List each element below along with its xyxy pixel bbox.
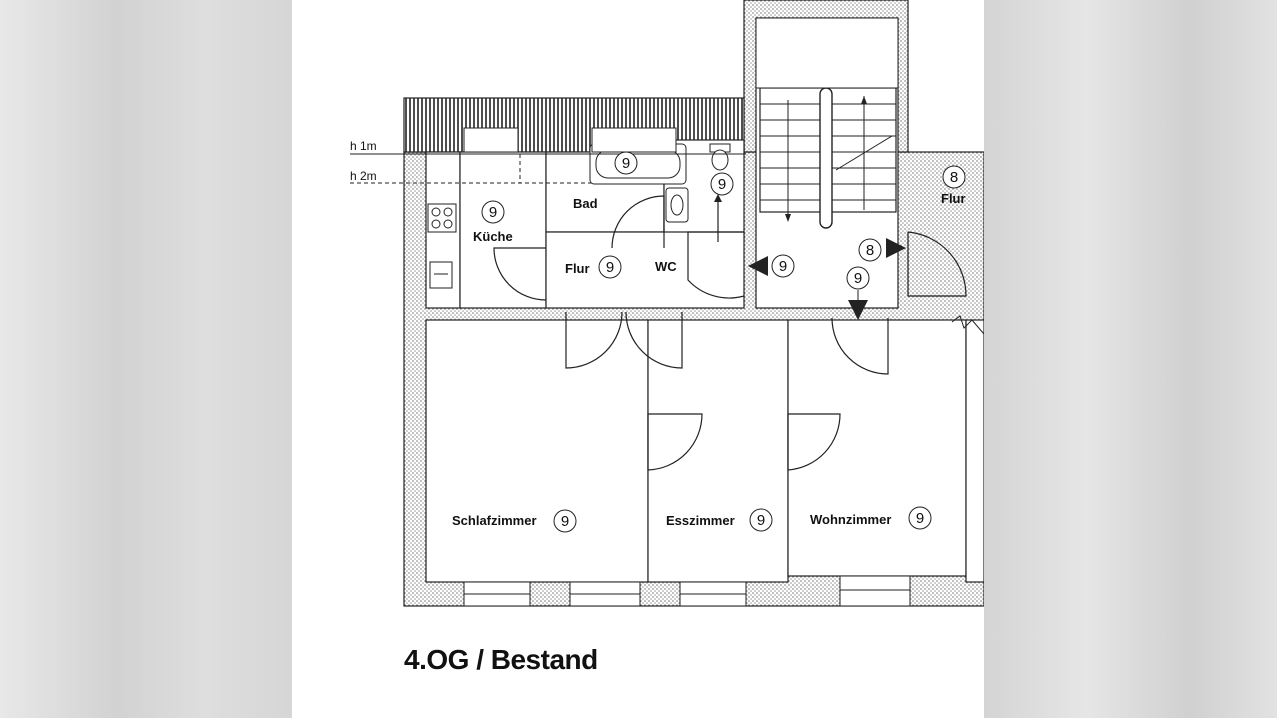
height-lines	[350, 153, 746, 184]
entrance-marker-circle-stairs	[858, 238, 882, 262]
room-number-schlafzimmer: 9	[561, 513, 569, 530]
stair-hall-label: Flur	[941, 191, 966, 206]
blurred-background-left	[0, 0, 292, 718]
blurred-background-right	[984, 0, 1277, 718]
break-line	[951, 315, 984, 335]
height-marker-2m: h 2m	[350, 169, 377, 183]
entrance-marker-circle-apartment	[846, 266, 870, 290]
room-label-esszimmer: Esszimmer	[666, 513, 735, 528]
floor-plan-drawing: h 1m h 2m Küche 9 Bad 9 WC 9 Flur 9 Schl…	[350, 0, 984, 607]
room-label-wc: WC	[655, 259, 677, 274]
entrance-arrows	[748, 238, 906, 320]
room-number-flur: 9	[606, 259, 614, 276]
room-number-kueche: 9	[489, 204, 497, 221]
room-label-kueche: Küche	[473, 229, 513, 244]
entrance-marker-circle-wc	[771, 254, 795, 278]
entrance-marker-wc: 9	[779, 258, 787, 275]
kitchen-fixtures	[427, 203, 457, 289]
room-number-circle-bad	[614, 151, 638, 175]
room-label-wohnzimmer: Wohnzimmer	[810, 512, 891, 527]
entrance-marker-stairs: 8	[866, 242, 874, 259]
room-number-wc: 9	[718, 176, 726, 193]
room-number-circle-flur	[598, 255, 622, 279]
room-number-wohnzimmer: 9	[916, 510, 924, 527]
stair-hall-number-circle	[942, 165, 966, 189]
room-number-esszimmer: 9	[757, 512, 765, 529]
entrance-marker-apartment: 9	[854, 270, 862, 287]
floor-plan-sheet: h 1m h 2m Küche 9 Bad 9 WC 9 Flur 9 Schl…	[292, 0, 984, 718]
staircase	[755, 17, 899, 229]
room-number-circle-kueche	[481, 200, 505, 224]
room-label-schlafzimmer: Schlafzimmer	[452, 513, 537, 528]
room-number-circle-esszimmer	[749, 508, 773, 532]
rooms-interior	[425, 17, 984, 583]
room-number-circle-wc	[710, 172, 734, 196]
room-number-circle-wohnzimmer	[908, 506, 932, 530]
doors	[493, 194, 967, 471]
stair-hall-number: 8	[950, 169, 958, 186]
plan-title: 4.OG / Bestand	[404, 644, 598, 675]
height-marker-1m: h 1m	[350, 139, 377, 153]
room-label-bad: Bad	[573, 196, 598, 211]
room-number-bad: 9	[622, 155, 630, 172]
room-number-circle-schlafzimmer	[553, 509, 577, 533]
room-label-flur: Flur	[565, 261, 590, 276]
windows	[463, 127, 911, 607]
